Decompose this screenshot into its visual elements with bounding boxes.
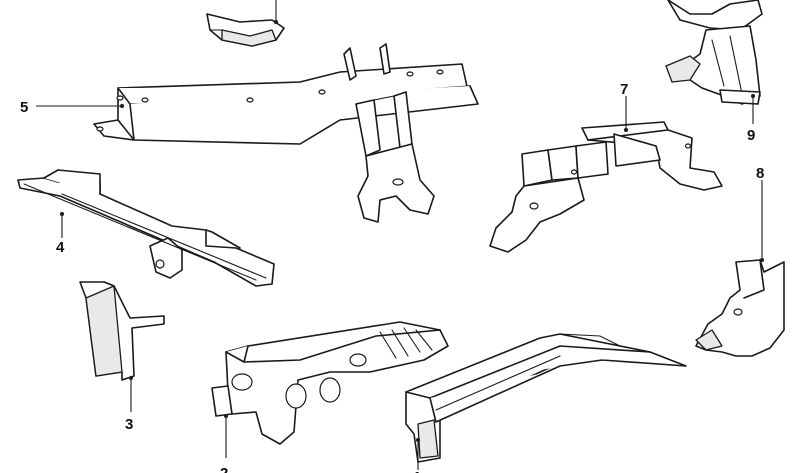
part-9-clip <box>665 0 763 124</box>
part-6-bracket <box>206 0 285 47</box>
callout-1: 1 <box>413 469 421 473</box>
part-8-bracket <box>695 180 785 357</box>
callout-5: 5 <box>20 99 28 116</box>
callout-9: 9 <box>747 127 755 144</box>
part-2-perforated-bracket <box>211 321 449 458</box>
part-7-twin-bracket <box>489 96 723 253</box>
part-4-rail <box>17 169 275 287</box>
callout-3: 3 <box>125 416 133 433</box>
callout-6: 6 <box>270 0 278 2</box>
part-3-gusset <box>79 281 165 412</box>
part-1-channel <box>405 333 687 470</box>
callout-2: 2 <box>220 465 228 473</box>
part-5-crossmember <box>36 43 479 223</box>
callout-8: 8 <box>756 165 764 182</box>
callout-7: 7 <box>620 81 628 98</box>
callout-4: 4 <box>56 239 65 256</box>
